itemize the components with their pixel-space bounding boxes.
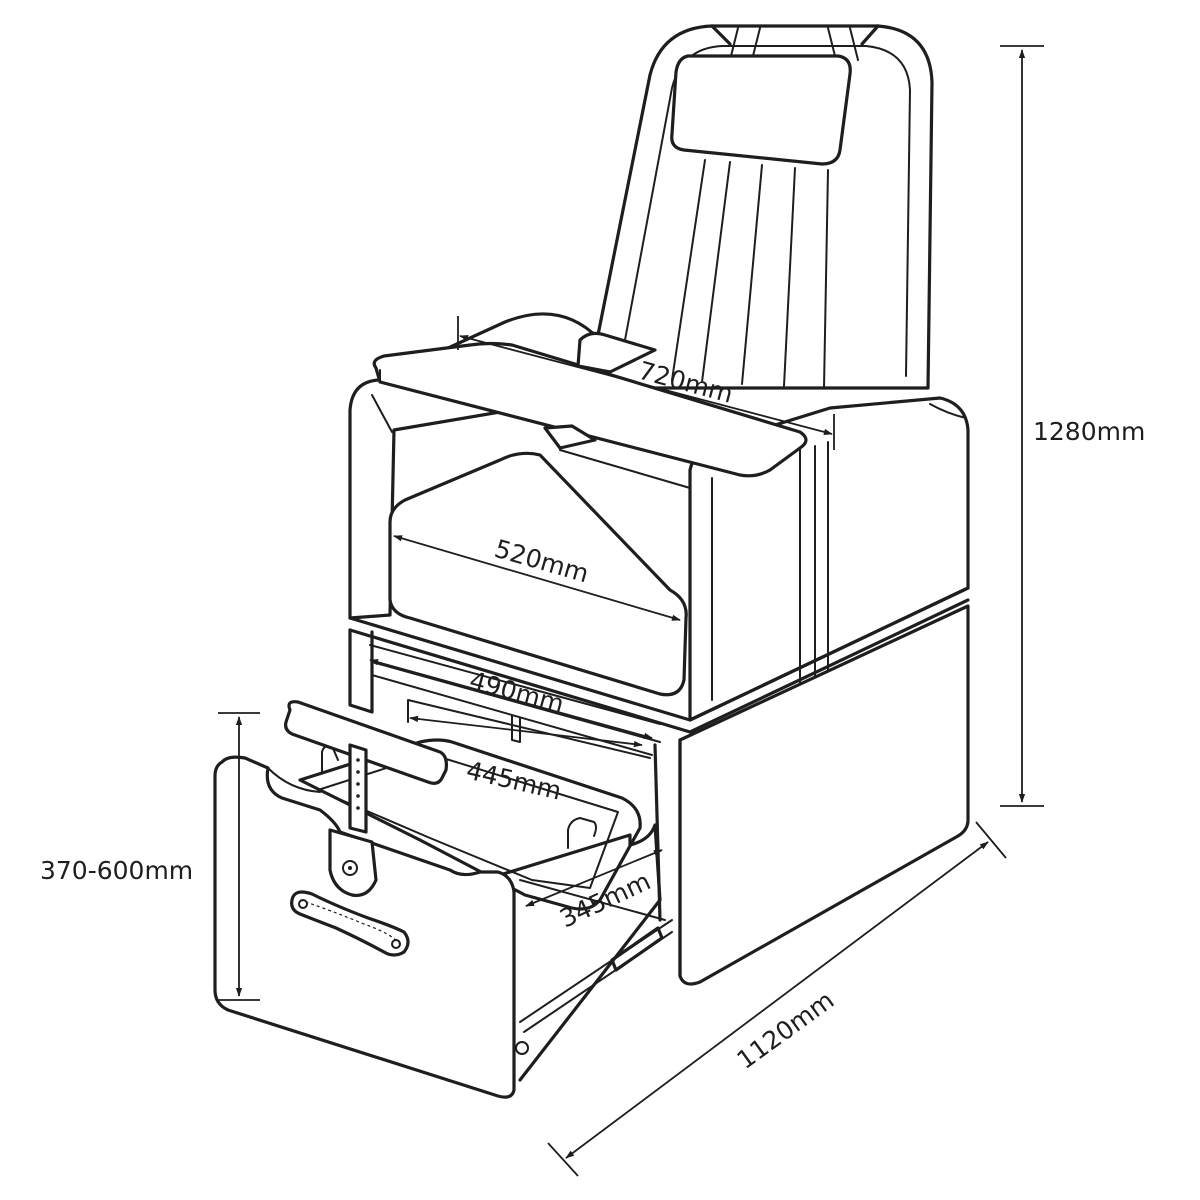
label-drawer-height: 370-600mm bbox=[40, 856, 193, 885]
dimension-labels: 1280mm 370-600mm 1120mm 720mm 520mm 490m… bbox=[40, 356, 1145, 1075]
backrest bbox=[594, 24, 934, 390]
dimension-lines bbox=[218, 45, 1044, 1177]
headrest bbox=[670, 54, 852, 166]
label-opening-width: 490mm bbox=[466, 666, 567, 719]
label-total-length: 1120mm bbox=[731, 985, 839, 1074]
drawer-handle-bar bbox=[284, 700, 448, 785]
drawer-pull-handle bbox=[290, 890, 410, 957]
label-total-height: 1280mm bbox=[1033, 417, 1145, 446]
